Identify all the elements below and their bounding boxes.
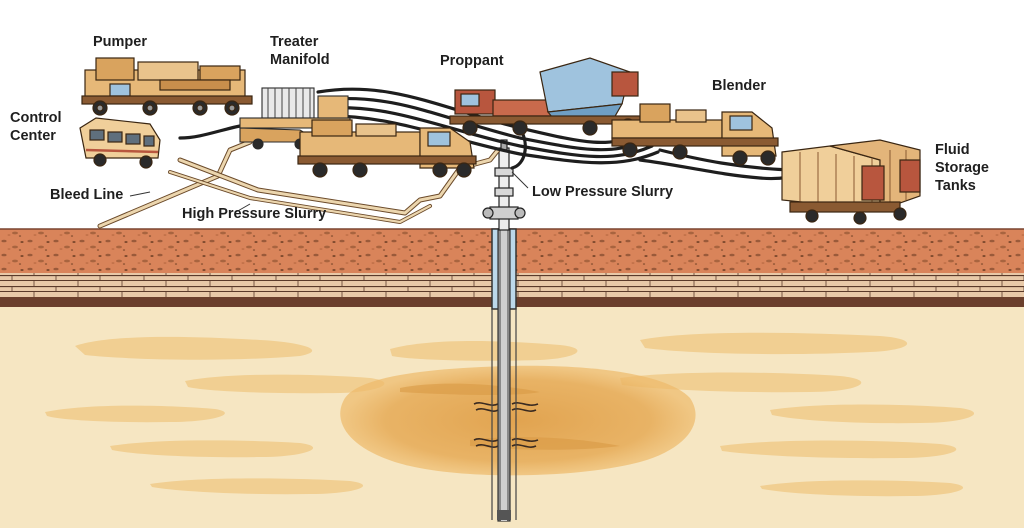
label-control-line-2: Center — [10, 128, 56, 144]
callout-leaders — [129, 171, 529, 213]
label-treater-line-1: Treater — [270, 34, 319, 50]
perforation-fractures — [473, 402, 539, 448]
proppant-truck — [449, 57, 641, 136]
fracture-zone — [340, 365, 696, 476]
label-bleed-line: Bleed Line — [50, 187, 124, 203]
label-treater-manifold: Treater Manifold — [270, 33, 330, 69]
sand-lenses — [45, 332, 975, 497]
label-fluid-storage-tanks: Fluid Storage Tanks — [935, 141, 989, 195]
label-control-line-1: Control — [10, 110, 62, 126]
label-low-pressure-slurry: Low Pressure Slurry — [532, 184, 674, 200]
label-control-center: Control Center — [10, 109, 62, 145]
fluid-storage-tanks — [781, 139, 921, 225]
label-fluid-line-3: Tanks — [935, 178, 976, 194]
control-center-van — [79, 117, 161, 169]
label-high-pressure-slurry: High Pressure Slurry — [182, 206, 327, 222]
blender-truck — [611, 103, 779, 166]
pump-truck-center — [297, 119, 477, 178]
pipelines — [97, 139, 501, 229]
label-treater-line-2: Manifold — [270, 52, 330, 68]
label-blender: Blender — [712, 78, 766, 94]
label-proppant: Proppant — [440, 53, 504, 69]
label-fluid-line-2: Storage — [935, 160, 989, 176]
label-fluid-line-1: Fluid — [935, 142, 970, 158]
pumper-truck — [81, 57, 253, 116]
label-pumper: Pumper — [93, 34, 147, 50]
wellhead — [482, 139, 526, 231]
